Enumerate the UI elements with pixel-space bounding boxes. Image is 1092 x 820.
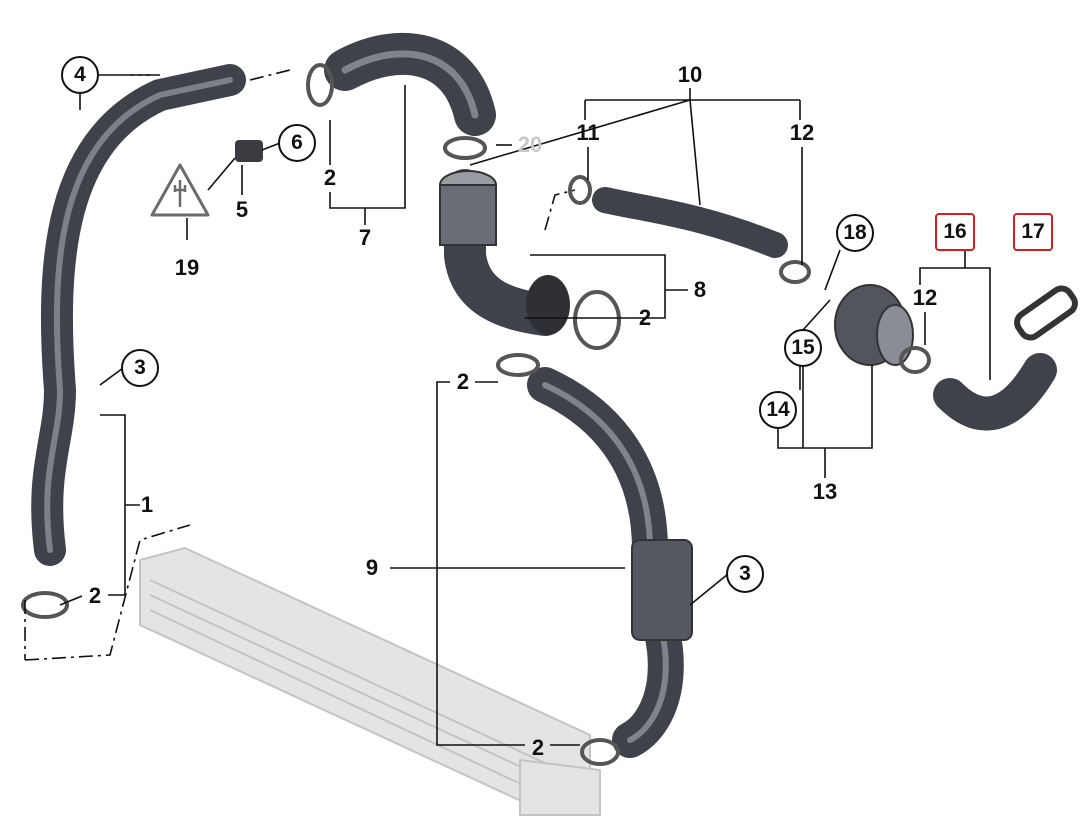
- hose-10: [592, 187, 788, 258]
- hose-1: [31, 64, 246, 566]
- callout-9: 9: [365, 555, 379, 580]
- callout-15: 15: [784, 329, 822, 367]
- callout-text: 6: [291, 131, 303, 154]
- callout-17-highlighted: 17: [1013, 213, 1053, 251]
- hose-16: [933, 353, 1057, 431]
- callout-3: 3: [121, 349, 159, 387]
- callout-text: 4: [74, 63, 86, 86]
- callout-text: 18: [843, 221, 867, 244]
- callout-text: 3: [134, 356, 146, 379]
- callout-text: 16: [943, 220, 967, 243]
- callout-5: 5: [235, 197, 249, 222]
- callout-3: 3: [726, 555, 764, 593]
- callout-18: 18: [836, 214, 874, 252]
- callout-12: 12: [789, 120, 815, 145]
- gasket-17: [1014, 285, 1078, 341]
- intercooler: [139, 546, 601, 816]
- callout-4: 4: [61, 56, 99, 94]
- callout-16-highlighted: 16: [935, 213, 975, 251]
- leader-lines: [59, 74, 991, 746]
- callout-1: 1: [140, 492, 154, 517]
- callout-7: 7: [358, 225, 372, 250]
- callout-text: 3: [739, 562, 751, 585]
- callout-11: 11: [576, 120, 600, 145]
- electrical-warning-icon: [150, 163, 210, 217]
- callout-2: 2: [456, 369, 470, 394]
- callout-20: 20: [517, 132, 543, 157]
- callout-19: 19: [174, 255, 200, 280]
- callout-2: 2: [531, 735, 545, 760]
- clamps: [21, 63, 931, 766]
- sensor-6: [235, 140, 263, 162]
- callout-2: 2: [638, 305, 652, 330]
- callout-2: 2: [323, 165, 337, 190]
- callout-12: 12: [912, 285, 938, 310]
- callout-13: 13: [812, 479, 838, 504]
- sensor-housing: [631, 539, 693, 641]
- callout-10: 10: [677, 62, 703, 87]
- callout-text: 14: [766, 398, 790, 421]
- callout-text: 17: [1021, 220, 1045, 243]
- callout-2: 2: [88, 583, 102, 608]
- callout-14: 14: [759, 391, 797, 429]
- callout-text: 15: [791, 336, 815, 359]
- callout-8: 8: [693, 277, 707, 302]
- callout-6: 6: [278, 124, 316, 162]
